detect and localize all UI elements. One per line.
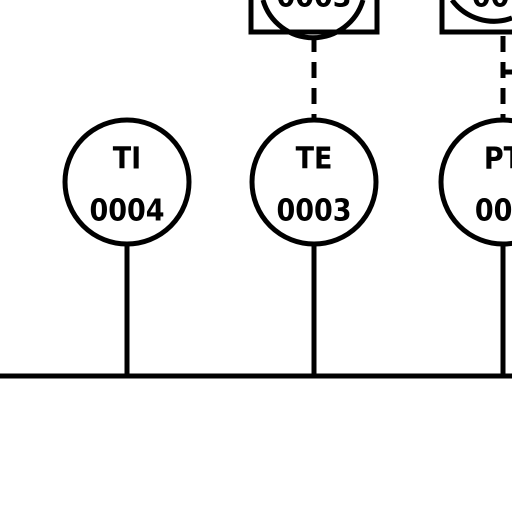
instrument-bubble-pt (438, 117, 512, 247)
top-equipment-pt: 001 (439, 0, 512, 35)
top-equipment-te: 0003 (248, 0, 380, 41)
instrument-num-te: 0003 (276, 194, 351, 229)
instrument-pt: PT 001 (438, 117, 512, 247)
instrument-func-pt: PT (484, 142, 512, 177)
instrument-num-ti: 0004 (89, 194, 164, 229)
equipment-box-pt (439, 0, 512, 35)
instrument-bubble-te (249, 117, 379, 247)
equipment-label-pt: 001 (472, 0, 512, 15)
instrument-func-ti: TI (113, 142, 141, 177)
equipment-bubble-pt (449, 0, 512, 24)
instrument-func-te: TE (296, 142, 333, 177)
instrument-bubble-ti (62, 117, 192, 247)
equipment-label-te: 0003 (276, 0, 351, 15)
equipment-box-te (248, 0, 380, 35)
instrument-ti: TI 0004 (62, 117, 192, 247)
instrument-num-pt: 001 (475, 194, 512, 229)
instrument-te: TE 0003 (249, 117, 379, 247)
